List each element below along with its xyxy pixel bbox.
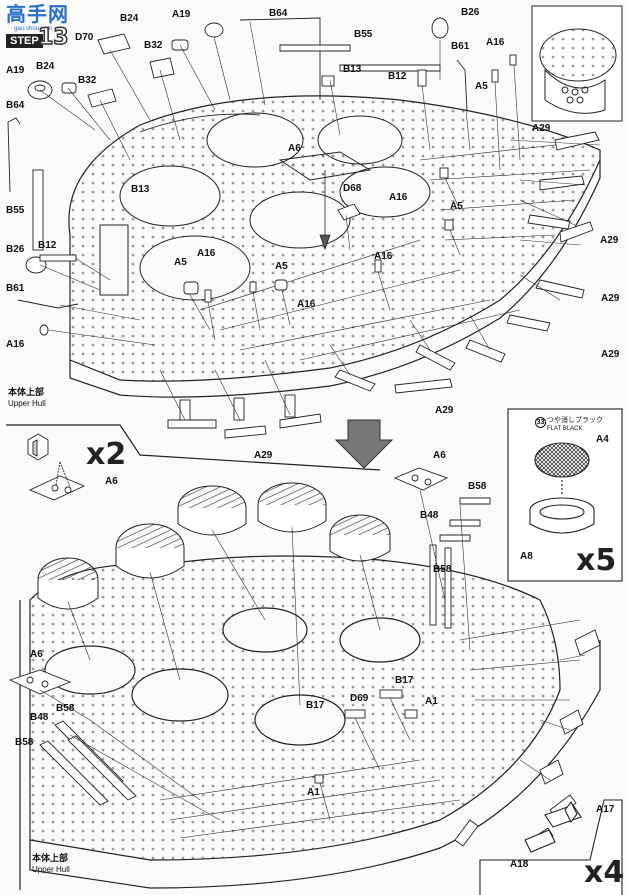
part-label: B32: [144, 40, 163, 51]
leader-lines-bottom: [39, 489, 586, 821]
x4-inset: [479, 799, 623, 895]
upper-hull-en-bottom: Upper Hull: [32, 865, 70, 874]
part-label: B17: [306, 700, 325, 711]
part-label: B58: [15, 737, 34, 748]
part-label: A29: [532, 123, 551, 134]
step-number: 13: [37, 25, 69, 50]
part-label: B61: [451, 41, 470, 52]
part-label: A16: [297, 299, 316, 310]
part-label: A16: [374, 251, 393, 262]
part-label: A29: [600, 235, 619, 246]
step-label: STEP: [6, 34, 43, 48]
part-label: A4: [596, 434, 609, 445]
part-label: B32: [78, 75, 97, 86]
part-label: A6: [30, 649, 43, 660]
part-label: B48: [30, 712, 49, 723]
part-label: A1: [425, 696, 438, 707]
part-label: B48: [420, 510, 439, 521]
multiplier-x4: x4: [584, 855, 625, 890]
part-label: B12: [388, 71, 407, 82]
part-label: D70: [75, 32, 94, 43]
site-logo-sub: gao-shou.com: [14, 26, 53, 32]
divider-lines: [6, 424, 381, 890]
part-label: D69: [350, 693, 369, 704]
multiplier-x5: x5: [576, 543, 617, 578]
part-label: A5: [475, 81, 488, 92]
part-label: A17: [596, 804, 615, 815]
part-label: A8: [520, 551, 533, 562]
part-label: D68: [343, 183, 362, 194]
leader-lines-top: [39, 21, 601, 421]
paint-inset: [507, 408, 623, 582]
part-label: B58: [433, 564, 452, 575]
upper-hull-jp-bottom: 本体上部: [32, 853, 69, 863]
a29-parts-top: [167, 131, 600, 439]
part-label: B24: [36, 61, 55, 72]
part-label: A5: [450, 201, 463, 212]
part-label: A5: [275, 261, 288, 272]
part-label: A29: [435, 405, 454, 416]
part-label: B12: [38, 240, 57, 251]
loose-parts-top: [7, 17, 517, 336]
part-label: A16: [389, 192, 408, 203]
part-label: A16: [197, 248, 216, 259]
part-label: A6: [105, 476, 118, 487]
part-label: B26: [6, 244, 25, 255]
part-label: A5: [174, 257, 187, 268]
part-label: A29: [601, 293, 620, 304]
part-label: B64: [6, 100, 25, 111]
multiplier-x2: x2: [86, 437, 127, 472]
part-label: A16: [486, 37, 505, 48]
part-label: A6: [433, 450, 446, 461]
top-arrow: [319, 170, 331, 251]
part-label: B58: [56, 703, 75, 714]
part-label: B58: [468, 481, 487, 492]
part-label: A1: [307, 787, 320, 798]
part-label: A16: [6, 339, 25, 350]
site-logo: 高手网: [6, 2, 69, 26]
upper-hull-jp-top: 本体上部: [8, 387, 45, 397]
part-label: A19: [6, 65, 25, 76]
part-label: B55: [6, 205, 25, 216]
part-label: B13: [343, 64, 362, 75]
drill-inset: [27, 433, 86, 501]
upper-hull-bottom-view: [29, 555, 601, 889]
part-label: A6: [288, 143, 301, 154]
grille-parts: [37, 482, 391, 610]
downward-arrow: [334, 419, 394, 469]
part-label: B55: [354, 29, 373, 40]
loose-parts-bottom: [8, 467, 601, 849]
part-label: B26: [461, 7, 480, 18]
upper-hull-en-top: Upper Hull: [8, 399, 46, 408]
part-label: B17: [395, 675, 414, 686]
part-label: A29: [601, 349, 620, 360]
part-label: B13: [131, 184, 150, 195]
paint-code-badge: 33: [535, 417, 546, 428]
part-label: B64: [269, 8, 288, 19]
part-label: A18: [510, 859, 529, 870]
part-label: B24: [120, 13, 139, 24]
part-label: A29: [254, 450, 273, 461]
part-label: A19: [172, 9, 191, 20]
paint-name-en: FLAT BLACK: [547, 426, 583, 432]
thumbnail-inset: [531, 5, 623, 122]
paint-name-jp: つや消しブラック: [547, 417, 603, 424]
part-label: B61: [6, 283, 25, 294]
